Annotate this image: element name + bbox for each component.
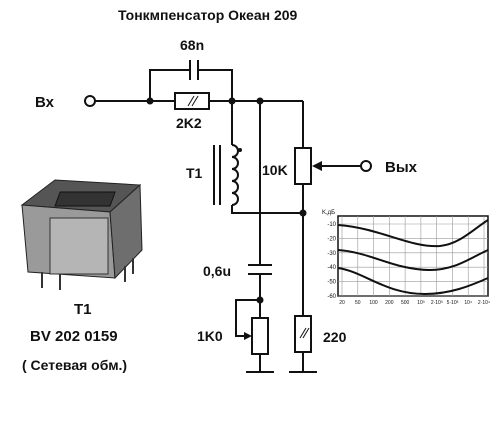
resistor-1k0-trim <box>235 299 260 337</box>
t1-label: T1 <box>186 165 203 181</box>
response-curve-middle <box>337 249 489 272</box>
potentiometer-10k <box>294 147 312 185</box>
resistor-2k2 <box>174 92 210 110</box>
response-curve-upper <box>337 219 489 248</box>
response-curve-lower <box>337 267 489 296</box>
pot-10k-label: 10K <box>262 162 288 178</box>
pot-wiper-arrow <box>312 161 322 171</box>
graph-y-tick-label: -50 <box>327 280 336 286</box>
graph-x-tick-label: 50 <box>355 300 361 306</box>
t1-coil <box>231 144 239 206</box>
input-terminal <box>84 95 96 107</box>
resistor-220-label: 220 <box>323 329 347 345</box>
graph-x-tick-label: 500 <box>401 300 410 306</box>
output-terminal <box>360 160 372 172</box>
transformer-name: T1 <box>74 301 92 318</box>
graph-x-tick-label: 200 <box>385 300 394 306</box>
graph-y-tick-label: -40 <box>327 265 336 271</box>
graph-x-tick-label: 2·10⁴ <box>478 300 490 306</box>
t1-dot <box>238 148 242 152</box>
transformer-illustration <box>20 179 143 290</box>
resistor-2k2-label: 2K2 <box>176 115 202 131</box>
resistor-2k2-mark <box>187 95 195 107</box>
graph-x-tick-label: 100 <box>369 300 378 306</box>
input-label: Вх <box>35 94 55 111</box>
resistor-1k0-label: 1K0 <box>197 328 223 344</box>
output-label: Вых <box>385 159 418 176</box>
cap-68n-wire-right <box>198 69 233 101</box>
graph-y-axis-label: K,дБ <box>322 210 335 216</box>
graph-y-tick-label: -60 <box>327 294 336 300</box>
t1-wire-bottom <box>231 205 303 214</box>
cap-06u-label: 0,6u <box>203 263 231 279</box>
resistor-220 <box>294 315 312 353</box>
graph-y-tick-label: -30 <box>327 251 336 257</box>
graph-y-tick-label: -20 <box>327 236 336 242</box>
frequency-response-graph: K,дБ -10 -20 -30 -40 -50 -60 20 50 100 200 500 10³… <box>322 210 490 306</box>
graph-x-tick-label: 10³ <box>417 300 425 306</box>
diagram-title: Тонкмпенсатор Океан 209 <box>118 7 298 23</box>
graph-x-tick-label: 10⁴ <box>464 300 472 306</box>
transformer-part-number: BV 202 0159 <box>30 328 118 345</box>
graph-x-tick-label: 5·10³ <box>447 300 459 306</box>
cap-68n-wire-left <box>149 69 190 101</box>
graph-y-tick-label: -10 <box>327 222 336 228</box>
resistor-1k0 <box>251 317 269 355</box>
transformer-note: ( Сетевая обм.) <box>22 357 127 373</box>
graph-x-tick-label: 20 <box>339 300 345 306</box>
graph-x-tick-label: 2·10³ <box>431 300 443 306</box>
cap-68n-label: 68n <box>180 37 204 53</box>
